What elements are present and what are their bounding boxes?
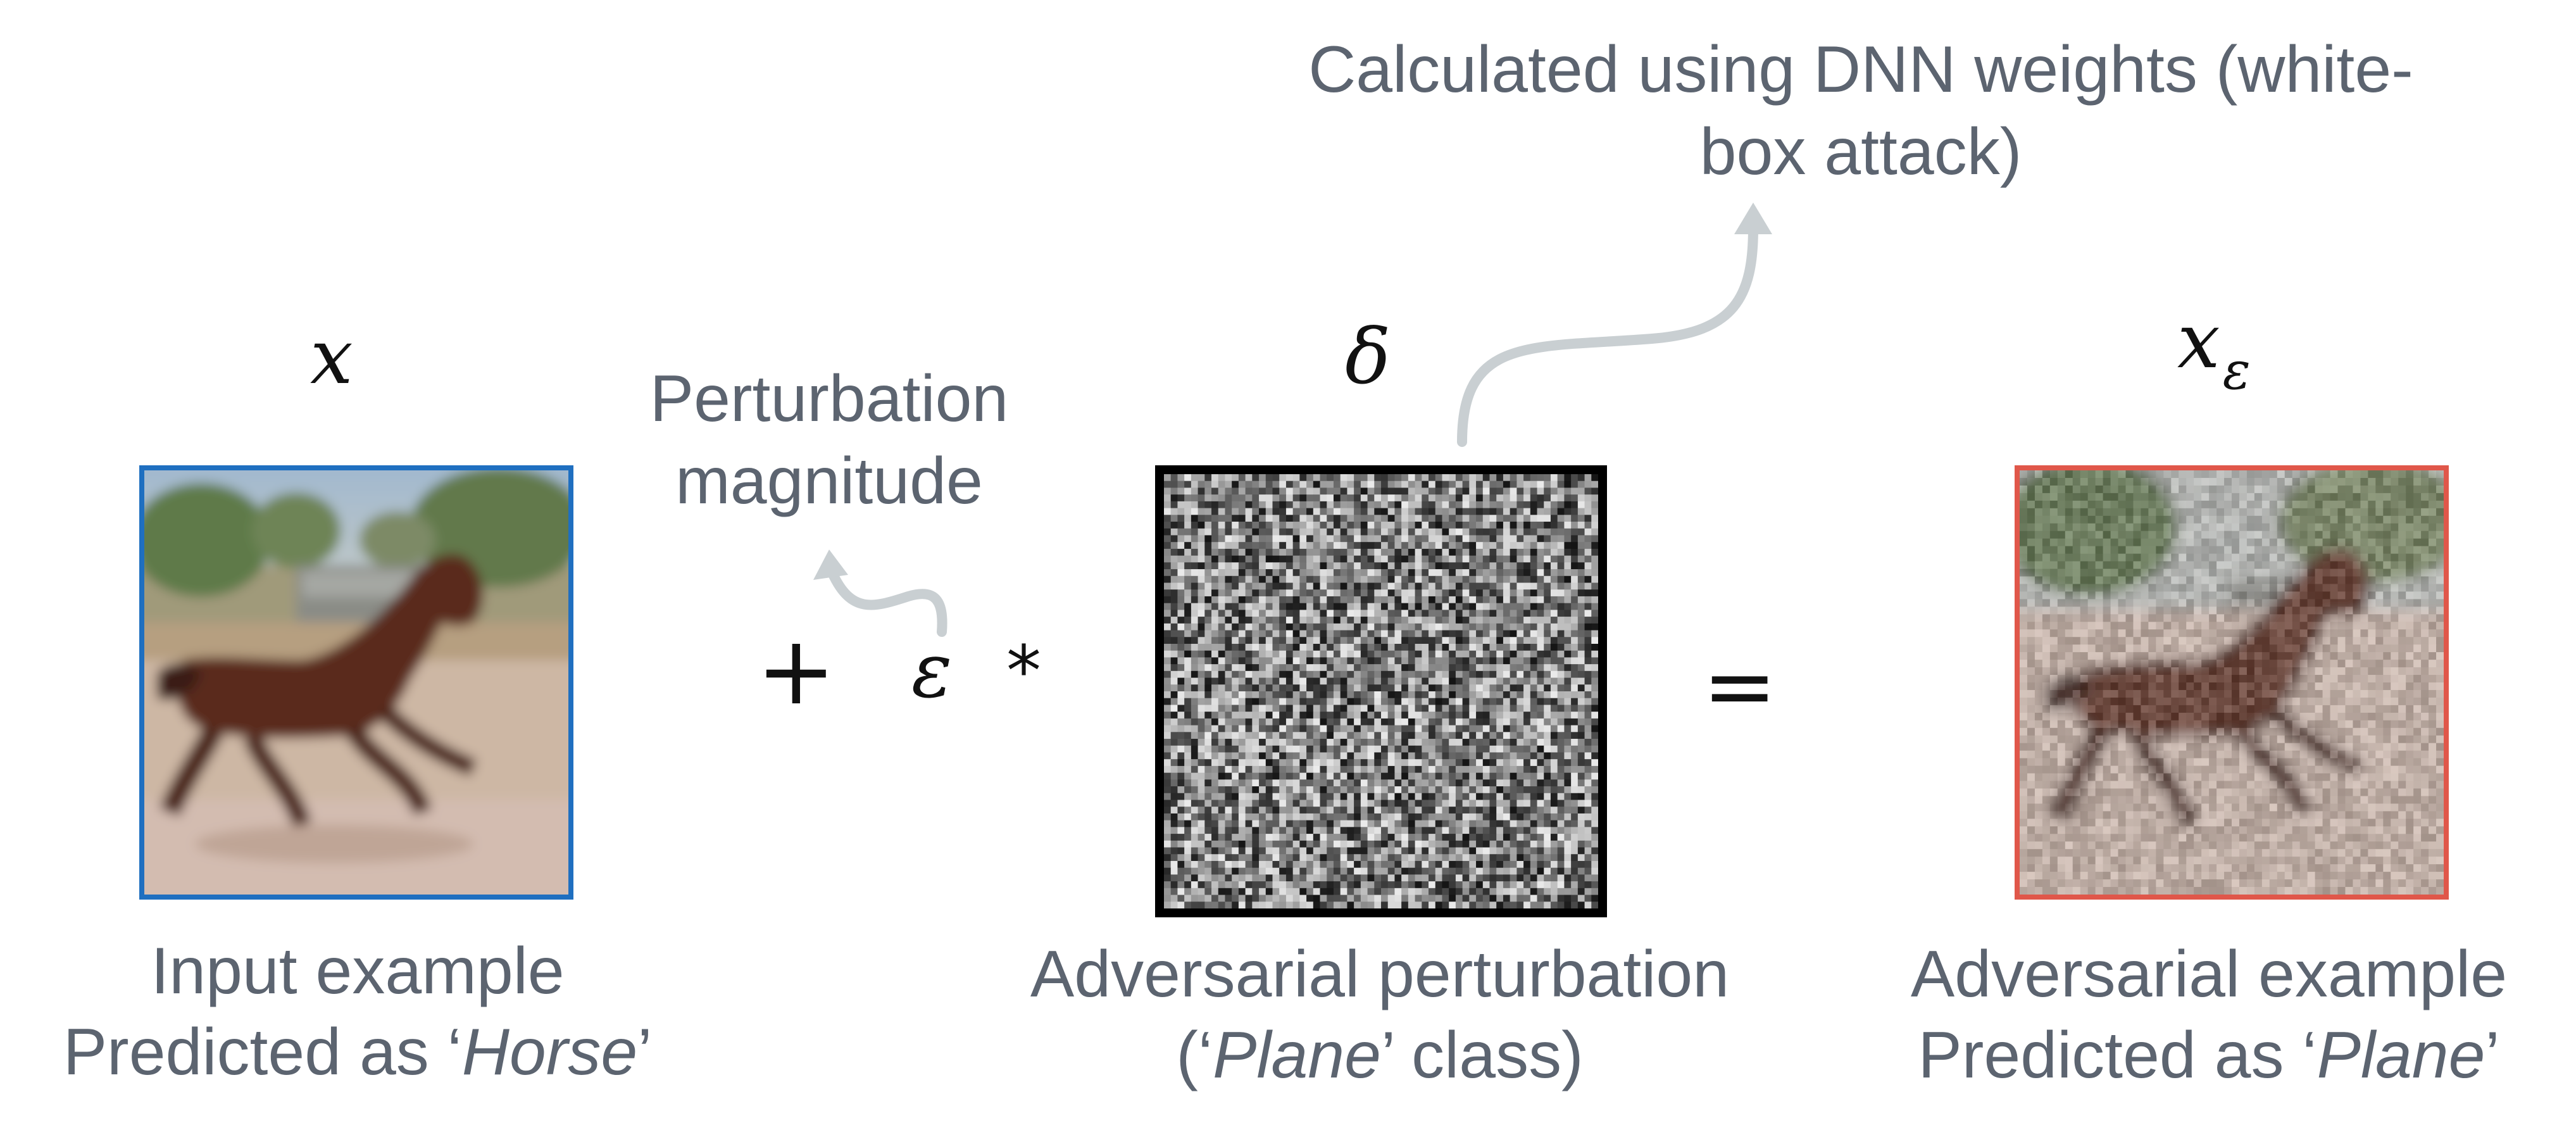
adversarial-caption-class: Plane bbox=[2317, 1019, 2485, 1092]
magnitude-annotation: Perturbation magnitude bbox=[601, 358, 1057, 522]
adversarial-image bbox=[2015, 465, 2449, 900]
input-caption-class: Horse bbox=[461, 1015, 638, 1089]
adversarial-symbol-subscript: ε bbox=[2222, 341, 2251, 401]
magnitude-annotation-line2: magnitude bbox=[675, 444, 983, 518]
equals-operator: = bbox=[1703, 635, 1777, 738]
epsilon-symbol: ε bbox=[911, 627, 953, 715]
adversarial-grain bbox=[2020, 470, 2444, 895]
magnitude-annotation-line1: Perturbation bbox=[649, 362, 1009, 436]
adversarial-symbol: 𝑥ε bbox=[2177, 298, 2251, 401]
times-operator: * bbox=[1006, 631, 1041, 712]
weights-annotation: Calculated using DNN weights (white- box… bbox=[1260, 28, 2462, 193]
adversarial-caption-prefix: Predicted as ‘ bbox=[1918, 1019, 2317, 1092]
weights-arrow bbox=[1457, 203, 1772, 447]
perturbation-caption-prefix: (‘ bbox=[1176, 1019, 1213, 1092]
input-caption-line1: Input example bbox=[151, 934, 565, 1008]
perturbation-caption-suffix: ’ class) bbox=[1381, 1019, 1584, 1092]
perturbation-caption: Adversarial perturbation (‘Plane’ class) bbox=[1000, 934, 1760, 1096]
weights-annotation-line1: Calculated using DNN weights (white- bbox=[1308, 33, 2413, 106]
adversarial-horse-picture bbox=[2020, 470, 2444, 895]
input-caption: Input example Predicted as ‘Horse’ bbox=[13, 931, 703, 1093]
perturbation-caption-class: Plane bbox=[1213, 1019, 1382, 1092]
adversarial-caption-line1: Adversarial example bbox=[1910, 938, 2508, 1011]
input-symbol: 𝑥 bbox=[310, 313, 353, 401]
weights-annotation-line2: box attack) bbox=[1699, 115, 2022, 189]
input-caption-line2: Predicted as ‘Horse’ bbox=[13, 1012, 703, 1093]
input-image bbox=[139, 465, 573, 900]
noise-pattern bbox=[1164, 474, 1598, 908]
input-caption-prefix: Predicted as ‘ bbox=[63, 1015, 462, 1089]
perturbation-caption-line2: (‘Plane’ class) bbox=[1000, 1015, 1760, 1096]
magnitude-arrow bbox=[813, 550, 947, 637]
horse-picture bbox=[144, 470, 568, 895]
perturbation-symbol: δ bbox=[1345, 313, 1391, 401]
adversarial-caption-line2: Predicted as ‘Plane’ bbox=[1854, 1015, 2563, 1096]
adversarial-symbol-base: 𝑥 bbox=[2177, 298, 2220, 386]
perturbation-caption-line1: Adversarial perturbation bbox=[1030, 938, 1730, 1011]
input-caption-suffix: ’ bbox=[637, 1015, 653, 1089]
plus-operator: + bbox=[756, 616, 836, 726]
adversarial-caption: Adversarial example Predicted as ‘Plane’ bbox=[1854, 934, 2563, 1096]
perturbation-image bbox=[1155, 465, 1607, 917]
adversarial-caption-suffix: ’ bbox=[2485, 1019, 2500, 1092]
